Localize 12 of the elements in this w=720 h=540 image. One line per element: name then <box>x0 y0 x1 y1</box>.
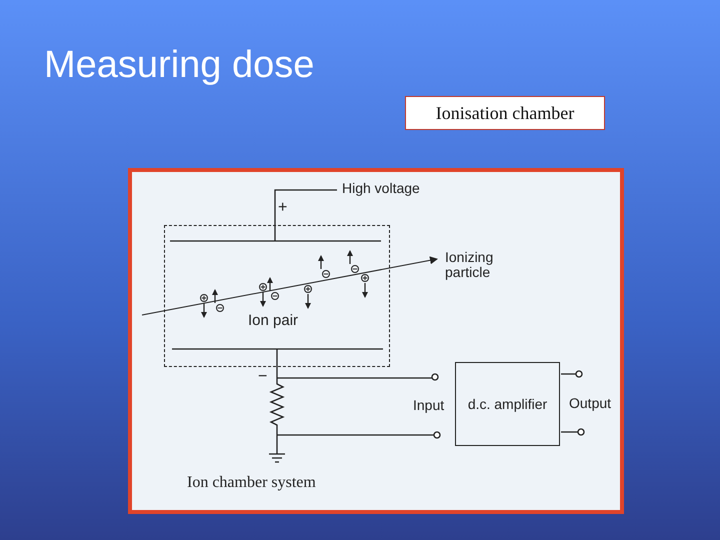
amplifier-box: d.c. amplifier <box>455 362 560 446</box>
chamber-label: Ion pair <box>248 312 298 329</box>
figure-caption: Ion chamber system <box>187 474 316 492</box>
chamber-outline <box>164 225 390 367</box>
slide-title: Measuring dose <box>44 44 314 87</box>
particle-label: Ionizing particle <box>445 250 494 281</box>
input-label: Input <box>413 398 444 414</box>
high-voltage-label: High voltage <box>342 181 420 196</box>
plus-sign: + <box>278 199 288 217</box>
minus-sign: − <box>258 368 268 386</box>
output-label: Output <box>569 396 612 412</box>
callout-box: Ionisation chamber <box>405 96 605 130</box>
